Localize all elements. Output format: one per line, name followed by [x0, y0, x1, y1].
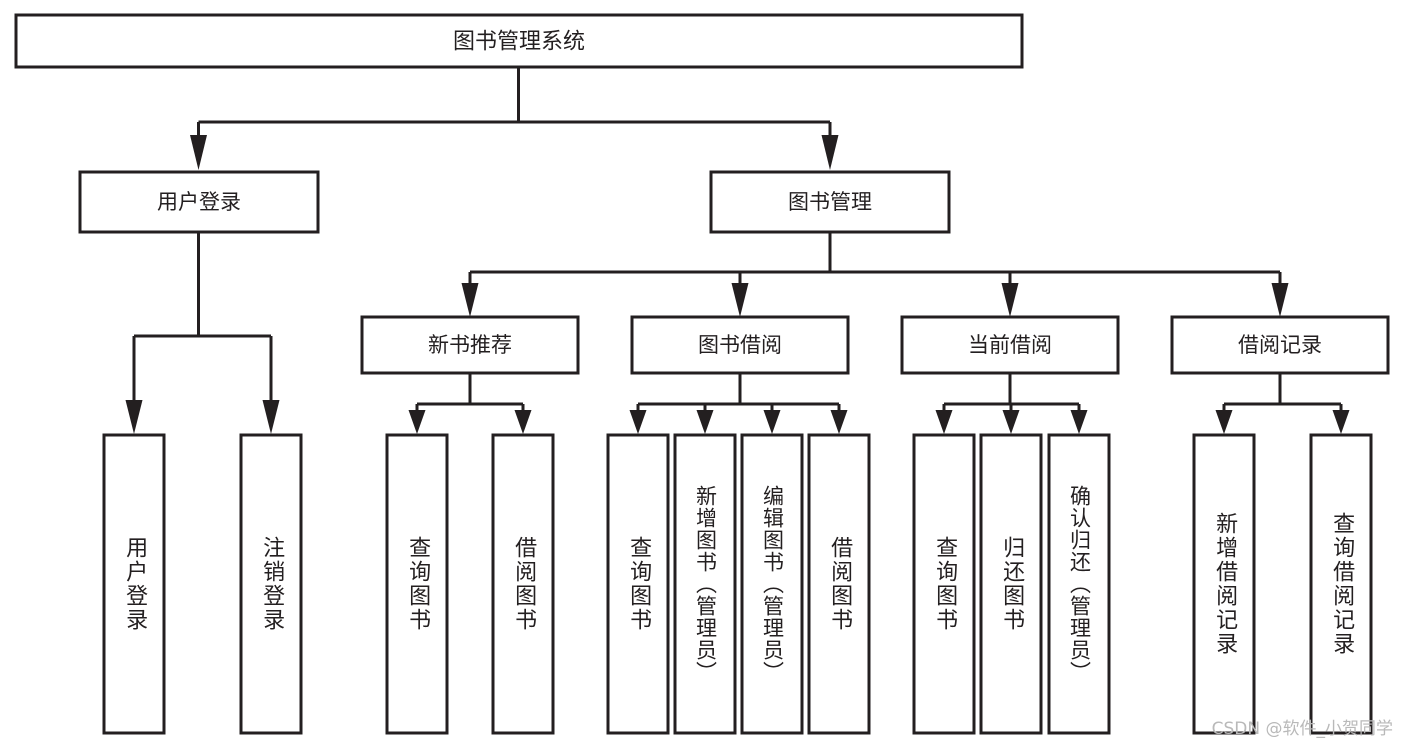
arrow-head-newbook-leaf-2: [514, 410, 532, 434]
arrow-head-current-borrow: [1001, 283, 1019, 317]
leaf-box-record-add[interactable]: [1192, 433, 1256, 735]
leaf-box-logout[interactable]: [239, 433, 303, 735]
node-book-management-box[interactable]: [709, 170, 951, 234]
node-borrow-record-label: 借阅记录: [1238, 333, 1322, 357]
leaf-box-bookborrow-query[interactable]: [606, 433, 670, 735]
node-new-book-recommend-box[interactable]: [360, 315, 580, 375]
arrow-head-currentborrow-leaf-1: [935, 410, 953, 434]
arrow-head-currentborrow-leaf-3: [1070, 410, 1088, 434]
leaf-box-currentborrow-return[interactable]: [979, 433, 1043, 735]
arrow-head-borrowrecord-leaf-2: [1332, 410, 1350, 434]
arrow-head-currentborrow-leaf-2: [1002, 410, 1020, 434]
node-book-borrow-label: 图书借阅: [698, 333, 782, 357]
node-current-borrow-box[interactable]: [900, 315, 1120, 375]
node-user-login-box[interactable]: [78, 170, 320, 234]
arrow-head-borrow-record: [1271, 283, 1289, 317]
arrow-head-leaf-user-login: [125, 400, 143, 434]
nodes-group: 图书管理系统 用户登录 图书管理 新书推荐 图书借阅 当前借阅 借阅记录: [14, 13, 1390, 735]
leaf-box-user-login[interactable]: [102, 433, 166, 735]
leaf-box-currentborrow-confirm[interactable]: [1047, 433, 1111, 735]
arrow-head-bookborrow-leaf-3: [763, 410, 781, 434]
arrow-head-user-login: [190, 135, 207, 170]
leaf-box-bookborrow-add[interactable]: [673, 433, 737, 735]
arrow-head-leaf-logout: [262, 400, 280, 434]
node-borrow-record-box[interactable]: [1170, 315, 1390, 375]
node-new-book-recommend-label: 新书推荐: [428, 333, 512, 357]
arrow-head-bookborrow-leaf-1: [629, 410, 647, 434]
leaf-box-bookborrow-borrow[interactable]: [807, 433, 871, 735]
connectors-group: [125, 67, 1350, 434]
node-user-login-label: 用户登录: [157, 190, 241, 214]
arrow-head-bookborrow-leaf-2: [696, 410, 714, 434]
leaf-box-currentborrow-query[interactable]: [912, 433, 976, 735]
arrow-head-book-mgmt: [821, 135, 839, 170]
node-root-box[interactable]: [14, 13, 1024, 69]
leaf-box-newbook-borrow[interactable]: [491, 433, 555, 735]
node-book-management-label: 图书管理: [788, 190, 872, 214]
leaf-box-record-query[interactable]: [1309, 433, 1373, 735]
arrow-head-new-book: [461, 283, 479, 317]
node-current-borrow-label: 当前借阅: [968, 333, 1052, 357]
leaf-box-bookborrow-edit[interactable]: [740, 433, 804, 735]
arrow-head-book-borrow: [731, 283, 749, 317]
csdn-watermark: CSDN @软件_小贺同学: [1211, 719, 1393, 739]
arrow-head-bookborrow-leaf-4: [830, 410, 848, 434]
arrow-head-borrowrecord-leaf-1: [1215, 410, 1233, 434]
arrow-head-newbook-leaf-1: [408, 410, 426, 434]
node-root-label: 图书管理系统: [453, 30, 585, 55]
node-book-borrow-box[interactable]: [630, 315, 850, 375]
leaf-box-newbook-query[interactable]: [385, 433, 449, 735]
